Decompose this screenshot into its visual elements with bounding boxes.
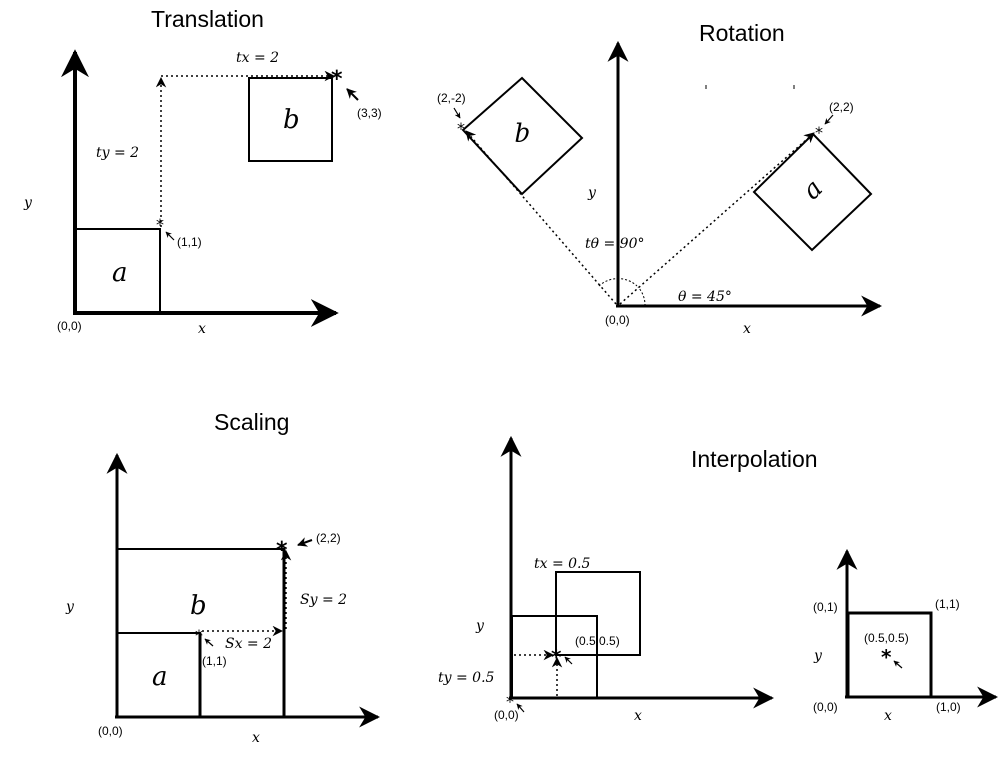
scaling-point-a-pointer: [204, 638, 214, 647]
scaling-sy-label: Sy = 2: [300, 592, 347, 608]
translation-x-label: x: [198, 321, 206, 337]
scaling-point-b-marker: *: [276, 538, 288, 563]
scaling-x-label: x: [252, 730, 260, 746]
translation-point-b-marker: *: [331, 67, 343, 92]
unit-corner-10: (1,0): [936, 700, 961, 714]
unit-corner-11: (1,1): [935, 597, 960, 611]
interpolation-mid-label: (0.5,0.5): [575, 634, 620, 648]
translation-panel: Translation y x (0,0) a b ty = 2 tx = 2 …: [23, 6, 382, 337]
rotation-theta-arc: [637, 286, 646, 307]
rotation-box-a: [752, 132, 873, 252]
unit-corner-00: (0,0): [813, 700, 838, 714]
interpolation-origin-marker: *: [506, 692, 514, 711]
interpolation-box-end: [555, 571, 641, 656]
rotation-t-theta-arc: [598, 278, 638, 287]
scaling-sx-label: Sx = 2: [225, 636, 272, 652]
translation-origin-label: (0,0): [57, 319, 82, 333]
scaling-y-label: y: [65, 599, 75, 615]
rotation-y-label: y: [587, 185, 597, 201]
interpolation-ty-label: ty = 0.5: [438, 670, 495, 686]
translation-point-a-marker: *: [156, 215, 164, 234]
rotation-t-theta-label: tθ = 90°: [585, 236, 645, 252]
rotation-x-label: x: [743, 321, 751, 337]
interpolation-mid-marker: *: [551, 645, 562, 669]
rotation-theta-label: θ = 45°: [678, 289, 732, 305]
scaling-title: Scaling: [214, 409, 289, 435]
translation-box-b: [248, 77, 333, 162]
translation-box-a: [75, 228, 161, 314]
interpolation-x-label: x: [634, 708, 642, 724]
unit-center-label: (0.5,0.5): [864, 631, 909, 645]
rotation-point-a-label: (2,2): [829, 100, 854, 114]
rotation-vector-b: [465, 130, 617, 305]
translation-point-a-pointer: [165, 231, 175, 241]
scaling-point-a-label: (1,1): [202, 654, 227, 668]
translation-box-a-label: a: [112, 258, 128, 288]
rotation-origin-label: (0,0): [605, 313, 630, 327]
rotation-point-b-pointer: [453, 107, 461, 119]
interpolation-panel: Interpolation y x (0,0) tx = 0.5 ty = 0.…: [438, 435, 999, 724]
unit-center-pointer: [893, 660, 903, 669]
interpolation-title: Interpolation: [691, 446, 818, 472]
scaling-origin-label: (0,0): [98, 724, 123, 738]
scaling-point-b-label: (2,2): [316, 531, 341, 545]
rotation-vector-a: [619, 132, 815, 305]
unit-y-label: y: [813, 648, 823, 664]
rotation-title: Rotation: [699, 20, 785, 46]
translation-point-b-label: (3,3): [357, 106, 382, 120]
rotation-point-b-label: (2,-2): [437, 91, 466, 105]
translation-title: Translation: [151, 6, 264, 32]
rotation-box-b-label: q: [514, 121, 531, 151]
rotation-point-a-pointer: [824, 114, 834, 125]
interpolation-origin-pointer: [516, 703, 525, 713]
unit-center-marker: *: [881, 645, 892, 669]
scaling-panel: Scaling y x (0,0) a b Sx = 2 Sy = 2 * * …: [65, 409, 381, 746]
rotation-panel: Rotation y x (0,0) a q θ = 45° tθ = 90° …: [437, 20, 883, 337]
unit-square: [846, 611, 933, 699]
translation-y-label: y: [23, 195, 33, 211]
interpolation-mid-pointer: [564, 656, 573, 665]
interpolation-origin-label: (0,0): [494, 708, 519, 722]
rotation-point-a-marker: *: [815, 123, 823, 142]
rotation-box-b: [461, 76, 584, 196]
rotation-point-b-marker: *: [457, 119, 465, 138]
unit-corner-01: (0,1): [813, 600, 838, 614]
interpolation-box-start: [511, 615, 598, 699]
unit-x-label: x: [884, 708, 892, 724]
interpolation-tx-label: tx = 0.5: [534, 556, 591, 572]
scaling-point-a-marker: *: [195, 626, 203, 645]
translation-point-b-pointer: [346, 88, 359, 101]
scaling-point-b-pointer: [297, 537, 313, 547]
rotation-box-a-label: a: [797, 174, 829, 206]
scaling-box-a-label: a: [152, 662, 168, 692]
translation-tx-label: tx = 2: [236, 50, 279, 66]
translation-ty-label: ty = 2: [96, 145, 139, 161]
translation-point-a-label: (1,1): [177, 235, 202, 249]
translation-box-b-label: b: [283, 105, 300, 135]
interpolation-y-label: y: [475, 618, 485, 634]
scaling-box-b-label: b: [190, 591, 207, 621]
